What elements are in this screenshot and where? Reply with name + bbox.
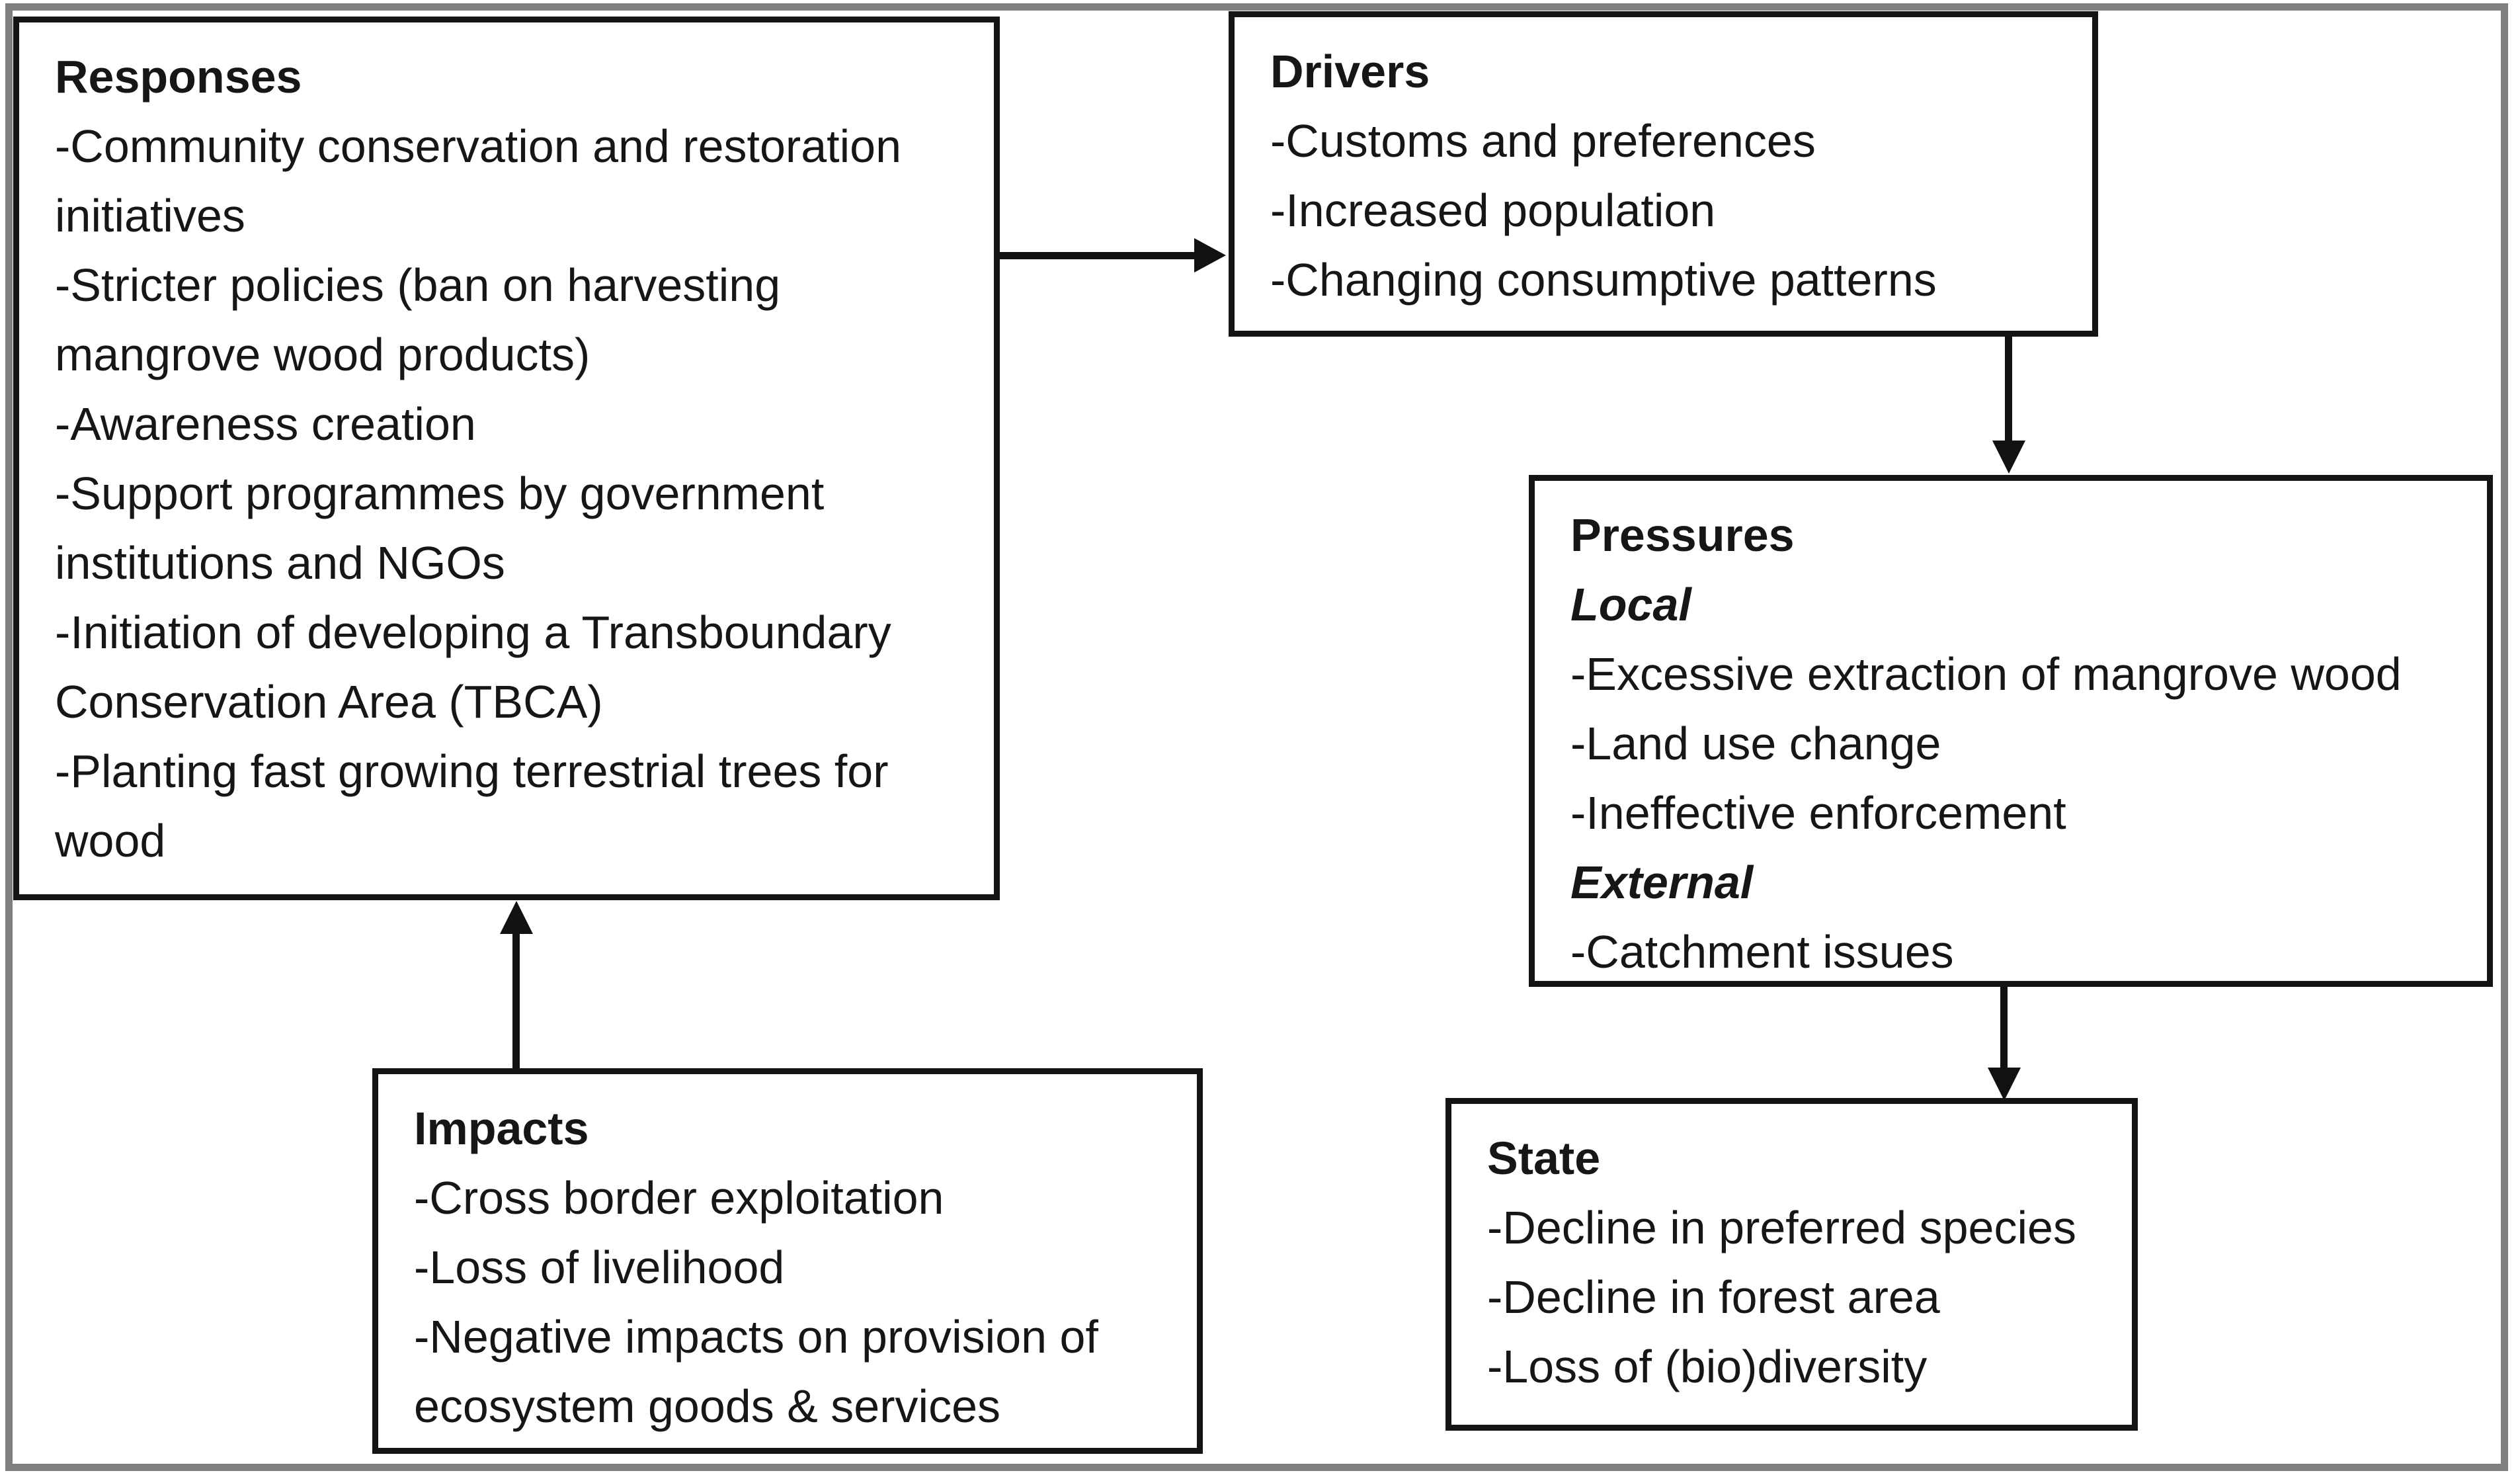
impacts-line: -Loss of livelihood [414, 1242, 785, 1293]
drivers-title: Drivers [1270, 46, 1430, 97]
responses-line: institutions and NGOs [55, 537, 505, 589]
responses-line: -Initiation of developing a Transboundar… [55, 607, 891, 658]
state-title: State [1487, 1132, 1601, 1184]
arrow-drivers-to-pressures-shaft [2005, 337, 2012, 442]
pressures-box: Pressures Local -Excessive extraction of… [1529, 475, 2493, 987]
responses-title: Responses [55, 51, 302, 103]
pressures-title: Pressures [1570, 509, 1795, 561]
arrow-impacts-to-responses-head-up-icon [500, 901, 533, 934]
pressures-local-line: -Ineffective enforcement [1570, 787, 2066, 839]
impacts-box: Impacts -Cross border exploitation -Loss… [372, 1068, 1203, 1454]
drivers-box: Drivers -Customs and preferences -Increa… [1229, 11, 2098, 337]
arrow-drivers-to-pressures-head-down-icon [1992, 441, 2025, 474]
pressures-local-line: -Land use change [1570, 718, 1941, 769]
drivers-line: -Customs and preferences [1270, 115, 1816, 167]
pressures-local-subheading: Local [1570, 579, 1691, 630]
state-line: -Loss of (bio)diversity [1487, 1341, 1928, 1392]
responses-line: wood [55, 815, 166, 866]
drivers-line: -Increased population [1270, 185, 1716, 236]
responses-line: mangrove wood products) [55, 329, 590, 380]
responses-line: -Support programmes by government [55, 468, 825, 519]
responses-line: initiatives [55, 190, 245, 241]
impacts-line: -Cross border exploitation [414, 1172, 944, 1224]
responses-line: -Community conservation and restoration [55, 120, 902, 172]
arrow-pressures-to-state-head-down-icon [1988, 1068, 2021, 1101]
impacts-line: -Negative impacts on provision of [414, 1311, 1098, 1363]
arrow-pressures-to-state-shaft [2000, 987, 2008, 1070]
state-line: -Decline in preferred species [1487, 1202, 2076, 1253]
pressures-external-line: -Catchment issues [1570, 926, 1954, 978]
arrow-responses-to-drivers-head-right-icon [1194, 238, 1226, 273]
state-box: State -Decline in preferred species -Dec… [1445, 1098, 2138, 1431]
responses-line: Conservation Area (TBCA) [55, 676, 603, 728]
responses-box: Responses -Community conservation and re… [13, 17, 1000, 900]
pressures-local-line: -Excessive extraction of mangrove wood [1570, 648, 2402, 700]
arrow-impacts-to-responses-shaft [512, 933, 520, 1070]
drivers-line: -Changing consumptive patterns [1270, 254, 1937, 306]
diagram-outer-frame [5, 3, 2508, 1471]
arrow-responses-to-drivers-shaft [1000, 252, 1196, 259]
responses-line: -Planting fast growing terrestrial trees… [55, 745, 889, 797]
pressures-external-subheading: External [1570, 857, 1754, 908]
responses-line: -Stricter policies (ban on harvesting [55, 259, 781, 311]
responses-line: -Awareness creation [55, 398, 476, 450]
impacts-line: ecosystem goods & services [414, 1380, 1001, 1432]
state-line: -Decline in forest area [1487, 1271, 1940, 1323]
impacts-title: Impacts [414, 1103, 589, 1154]
